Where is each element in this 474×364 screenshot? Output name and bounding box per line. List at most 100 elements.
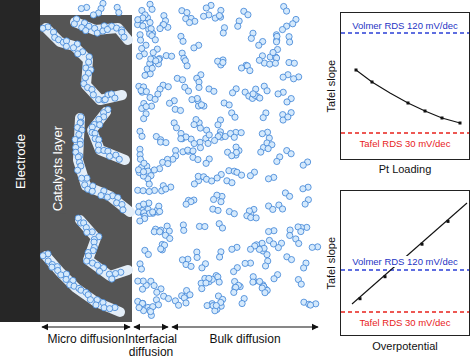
h2-atom [272,60,278,66]
h2-atom [258,149,264,155]
h2-atom [163,186,169,192]
h2-atom [166,100,172,106]
h2-atom [140,23,146,29]
h2-atom [189,97,195,103]
h2-atom [211,137,217,143]
h2-atom [265,176,271,182]
dashed-line [341,269,469,270]
h2-atom [204,302,210,308]
pore-channels [46,22,130,312]
h2-atom [84,229,90,235]
h2-atom [229,246,235,252]
h2-atom [238,172,244,178]
h2-atom [109,276,115,282]
h2-atom [135,278,141,284]
h2-atom [248,35,254,41]
h2-atom [141,160,147,166]
h2-atom [137,218,143,224]
h2-atom [220,59,226,65]
h2-atom [150,209,156,215]
h2-atom [202,223,208,229]
h2-atom [191,45,197,51]
h2-atom [216,13,222,19]
h2-atom [78,5,84,11]
h2-atom [279,206,285,212]
h2-atom [229,153,235,159]
h2-atom [120,207,126,213]
h2-atom [238,65,244,71]
h2-atom [138,266,144,272]
h2-atom [98,192,104,198]
h2-atom [94,262,100,268]
h2-atom [188,263,194,269]
h2-atom [187,292,193,298]
h2-atom [178,136,184,142]
h2-atom [197,125,203,131]
chart-top-plot [341,33,469,133]
h2-atom [271,276,277,282]
h2-atom [183,201,189,207]
h2-atom [116,156,122,162]
dashed-line [341,311,469,312]
pore-channel [80,220,128,276]
text-patch: Tafel RDS 30 mV/dec [358,138,453,149]
text-patch: Volmer RDS 120 mV/dec [350,20,460,31]
h2-atom [180,38,186,44]
h2-atom [279,26,285,32]
h2-atom [298,228,304,234]
h2-atom [146,188,152,194]
h2-atom [203,5,209,11]
h2-atom [143,103,149,109]
h2-atom [152,37,158,43]
h2-atom [291,76,297,82]
h2-atom [245,12,251,18]
h2-atom [309,244,315,250]
h2-atom [206,132,212,138]
arrow [42,326,130,327]
axis-title: Tafel slope [325,60,338,113]
h2-atom [97,122,103,128]
h2-atom [275,91,281,97]
h2-atom [90,12,96,18]
h2-atom [96,268,102,274]
h2-atom [253,215,259,221]
h2-atom [157,229,163,235]
h2-atom [194,254,200,260]
h2-atom [185,88,191,94]
h2-atom [149,6,155,12]
diffusion-arrows [42,327,318,328]
h2-atom [84,258,90,264]
h2-atom [286,193,292,199]
h2-atom [231,134,237,140]
h2-atom [63,276,69,282]
data-points [355,69,462,125]
h2-atom [198,102,204,108]
h2-atom [216,254,222,260]
h2-atom [140,201,146,207]
h2-atom [211,88,217,94]
pore-channel [75,22,128,40]
reference-line-label: Volmer RDS 120 mV/dec [341,256,469,267]
h2-atom [151,282,157,288]
h2-atom [191,181,197,187]
reference-line-label: Tafel RDS 30 mV/dec [341,138,469,149]
h2-atom [63,43,69,49]
h2-atom [107,306,113,312]
h2-atom [262,263,268,269]
h2-atom [106,153,112,159]
h2-atom [139,45,145,51]
data-points [359,220,450,300]
h2-atom [242,260,248,266]
h2-atom [136,305,142,311]
h2-atom [155,302,161,308]
h2-atom [264,88,270,94]
h2-atom [195,156,201,162]
h2-atom [70,45,76,51]
h2-atom [145,251,151,257]
h2-atom [40,25,46,31]
h2-atom [285,114,291,120]
h2-atom [157,208,163,214]
h2-atom [40,253,46,259]
h2-atom [163,140,169,146]
h2-atom [270,241,276,247]
